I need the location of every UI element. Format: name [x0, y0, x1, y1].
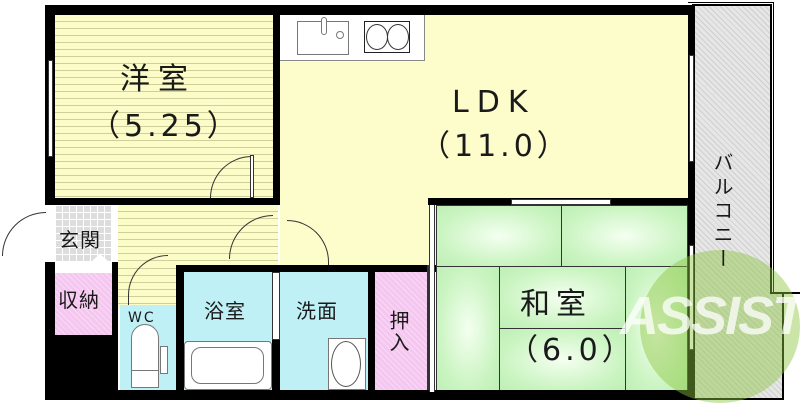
- balcony-notch: [770, 4, 800, 294]
- tatami-mat: [436, 205, 562, 267]
- tatami-mat: [561, 205, 688, 267]
- washroom-name: 洗面: [296, 299, 338, 323]
- faucet-icon: [321, 17, 327, 35]
- window-washitsu-top: [511, 199, 611, 205]
- entrance-door[interactable]: [2, 212, 46, 256]
- balcony-outer-line: [688, 2, 774, 294]
- wall-wash-right: [368, 265, 375, 390]
- bathtub-inner-icon: [191, 347, 264, 384]
- wall-storage-right: [112, 262, 118, 390]
- ldk-size: （11.0）: [420, 129, 571, 164]
- storage-name: 収納: [58, 288, 100, 312]
- entrance-name: 玄関: [59, 228, 101, 252]
- window-western: [48, 60, 53, 157]
- wc-name: WC: [128, 310, 156, 326]
- wall-top: [45, 5, 695, 15]
- watermark-logo: ASSIST: [620, 286, 800, 346]
- western-room-name: 洋室: [120, 62, 196, 97]
- western-room-size: （5.25）: [90, 109, 241, 144]
- sliding-door-washitsu[interactable]: [429, 205, 435, 392]
- toilet-bowl-icon: [131, 324, 159, 374]
- toilet-tank-icon: [131, 370, 159, 388]
- drain-icon: [336, 31, 344, 39]
- entrance-area: [55, 205, 112, 261]
- wall-closet-right: [427, 265, 430, 390]
- toilet-handle-icon: [160, 346, 168, 374]
- tatami-mat: [625, 266, 688, 392]
- tatami-mat: [436, 266, 500, 392]
- wall-wc-right: [176, 265, 184, 390]
- wall-western-right: [273, 15, 280, 205]
- wall-left-lower: [45, 262, 55, 400]
- wall-western-bottom: [55, 198, 280, 205]
- step-marker: [92, 254, 108, 261]
- bathroom-door[interactable]: [272, 272, 280, 340]
- tatami-mat: [499, 328, 626, 392]
- window-washitsu-right: [689, 245, 694, 350]
- wall-storage-block: [55, 335, 118, 390]
- japanese-room-size: （6.0）: [508, 333, 636, 368]
- closet-name: 押入: [386, 310, 410, 354]
- watermark-circle: [640, 250, 800, 403]
- balcony-name: バルコニー: [710, 152, 734, 272]
- bathroom-name: 浴室: [204, 299, 246, 323]
- ldk-name: LDK: [452, 85, 536, 120]
- wall-bath-right: [272, 340, 280, 390]
- window-ldk: [689, 55, 694, 162]
- western-door-leaf: [250, 155, 254, 198]
- storage-area: [55, 273, 113, 335]
- japanese-room-name: 和室: [520, 287, 592, 322]
- closet-area: [375, 272, 427, 390]
- wall-right: [688, 5, 695, 400]
- washbasin-bowl-icon: [331, 341, 361, 387]
- wall-bottom: [45, 390, 695, 400]
- balcony-area: [692, 4, 784, 400]
- burner-left-icon: [366, 24, 388, 50]
- burner-right-icon: [387, 24, 409, 50]
- wall-wet-top: [176, 265, 436, 272]
